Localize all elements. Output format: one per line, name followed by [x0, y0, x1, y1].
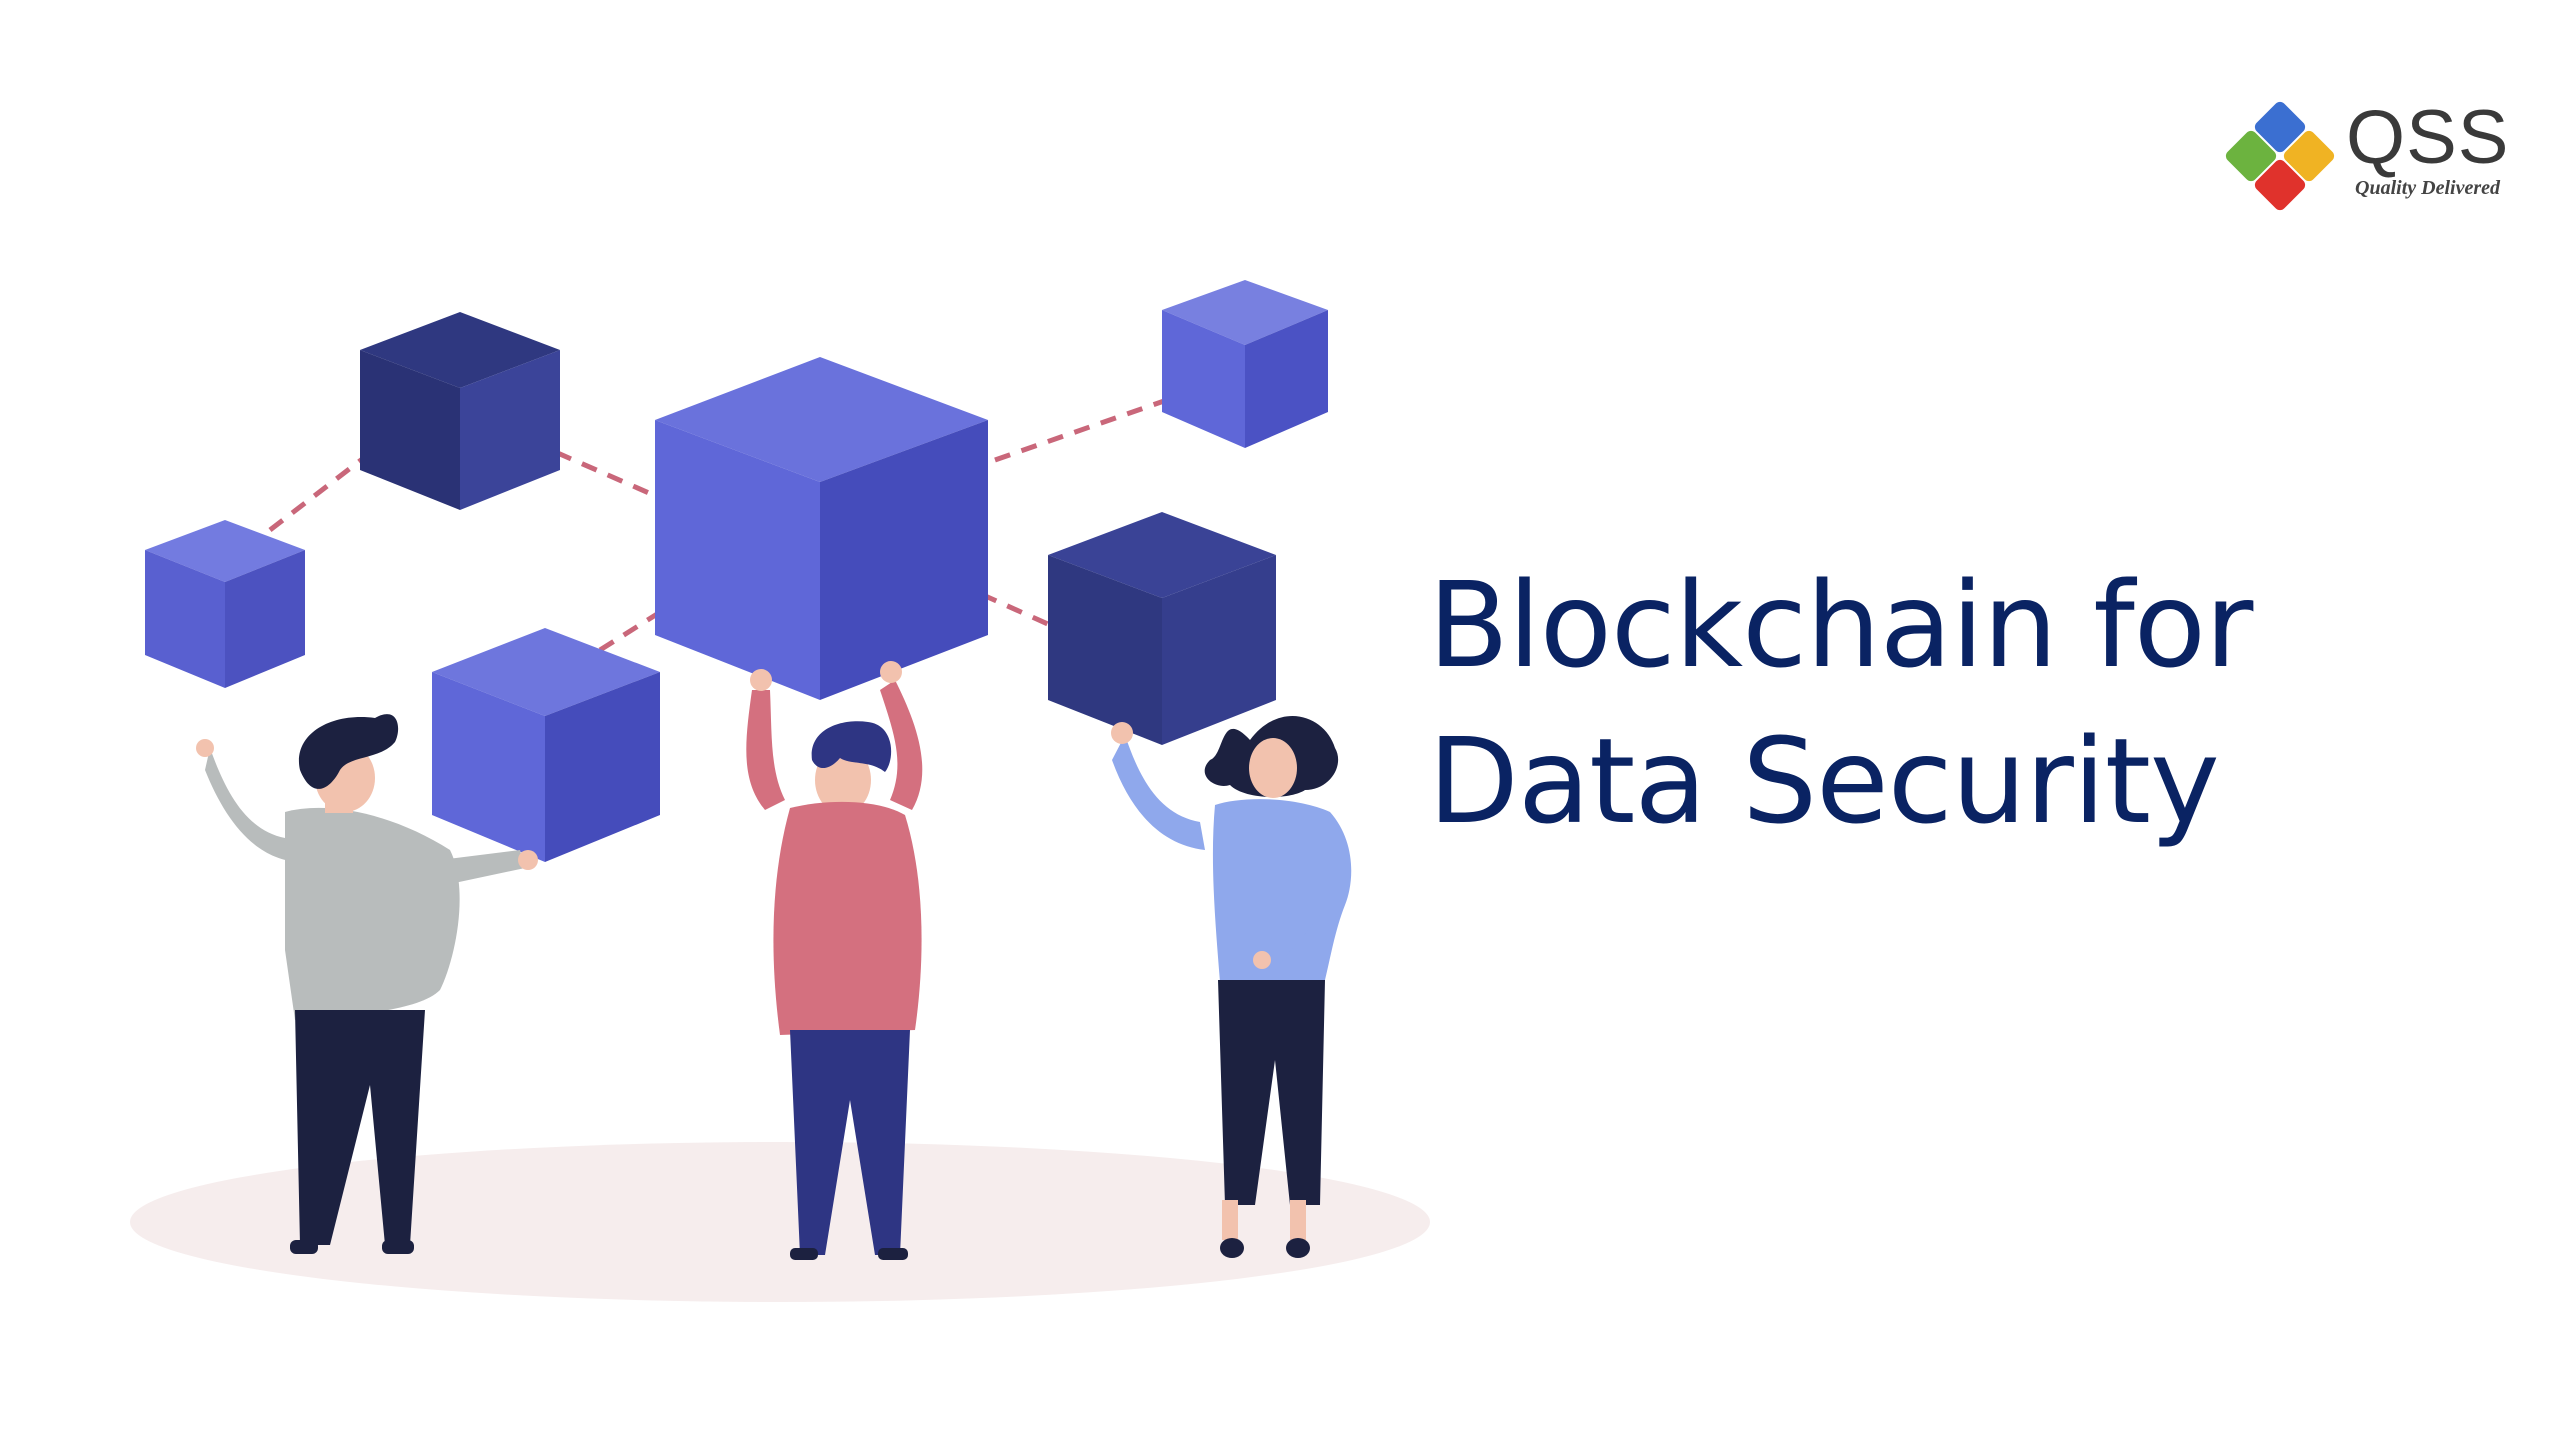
slide-title: Blockchain for Data Security	[1428, 556, 2253, 850]
person-center	[746, 661, 923, 1260]
logo-tagline: Quality Delivered	[2355, 177, 2500, 199]
cube-small-top-right	[1162, 280, 1328, 448]
cube-dark-right	[1048, 512, 1276, 745]
cube-front-left	[432, 628, 660, 862]
person-left	[196, 714, 538, 1254]
blockchain-illustration	[130, 280, 1430, 1302]
qss-logo: QSS Quality Delivered	[2218, 94, 2509, 224]
cube-small-left	[145, 520, 305, 688]
cube-large-center	[655, 357, 988, 700]
person-right	[1111, 715, 1352, 1258]
ground-shadow	[130, 1142, 1430, 1302]
cube-dark-top-left	[360, 312, 560, 510]
four-color-diamond-icon	[2218, 94, 2342, 218]
logo-name: QSS	[2346, 95, 2510, 180]
